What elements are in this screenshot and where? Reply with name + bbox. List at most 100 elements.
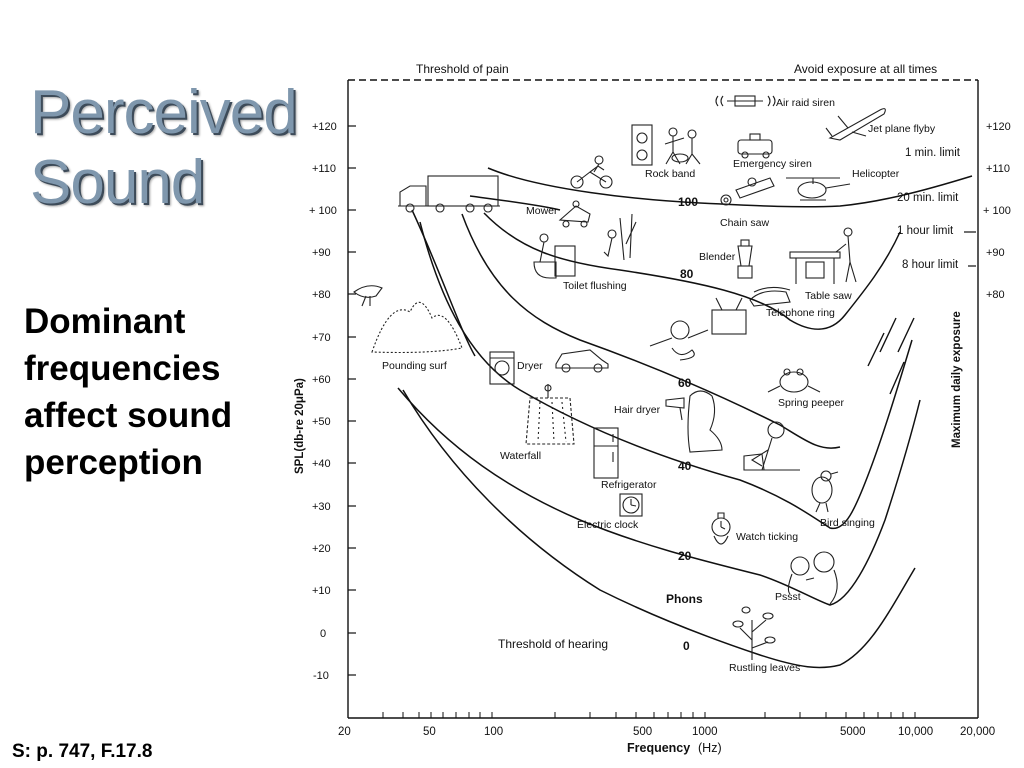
source-label: Emergency siren: [733, 158, 812, 170]
limit-dash: [879, 317, 897, 353]
phon-label-20: 20: [678, 549, 692, 563]
x-tick-label: 5000: [840, 726, 866, 738]
blender-icon: [737, 239, 753, 279]
left-tick-label: +120: [312, 121, 337, 133]
x-tick-label: 500: [633, 726, 652, 738]
helicopter-icon: [786, 177, 851, 201]
y-axis-label: SPL(db-re 20μPa): [294, 378, 306, 474]
contour-40-phon: [419, 221, 913, 530]
source-label: Blender: [699, 251, 736, 263]
left-tick-label: 0: [320, 628, 326, 640]
phon-label-80: 80: [680, 267, 694, 281]
right-axis-label: Maximum daily exposure: [951, 311, 963, 448]
siren-icon: [715, 95, 776, 107]
refrigerator-icon: [593, 427, 619, 479]
right-tick-label: +80: [986, 289, 1005, 301]
right-tick-label: +120: [986, 121, 1011, 133]
source-label: Hair dryer: [614, 404, 661, 416]
x-tick-label: 1000: [692, 726, 718, 738]
source-label: Watch ticking: [736, 531, 798, 543]
x-tick-label: 20: [338, 726, 351, 738]
contour-100-phon: [487, 167, 973, 208]
source-label: Refrigerator: [601, 479, 657, 491]
body-text: Dominant frequencies affect sound percep…: [24, 298, 292, 486]
phons-label: Phons: [666, 592, 703, 606]
diagram-frame: [347, 79, 979, 719]
right-tick-label: + 100: [983, 205, 1011, 217]
source-label: Mower: [526, 205, 558, 217]
dryer-icon: [489, 351, 515, 385]
title-line-2: Sound: [30, 148, 205, 217]
phon-label-0: 0: [683, 639, 690, 653]
left-tick-label: +50: [312, 416, 331, 428]
source-label: Rock band: [645, 168, 695, 180]
motorcycle-icon: [570, 155, 613, 189]
left-tick-label: +20: [312, 543, 331, 555]
slide-title: Perceived Sound: [30, 78, 298, 218]
mower-icon: [558, 200, 591, 228]
source-label: Telephone ring: [766, 307, 835, 319]
chainsaw-icon: [720, 177, 775, 206]
left-tick-labels: +120 +110 + 100 +90 +80 +70 +60 +50 +40 …: [309, 121, 337, 682]
limit-label-1min: 1 min. limit: [905, 147, 961, 159]
body-line-3: affect sound: [24, 396, 233, 435]
source-illustrations: [353, 95, 886, 660]
source-label: Rustling leaves: [729, 662, 800, 674]
person-reading-icon: [743, 421, 800, 471]
x-tick-label: 10,000: [898, 726, 933, 738]
left-tick-label: +90: [312, 247, 331, 259]
waterfall-icon: [525, 384, 575, 445]
table-saw-icon: [789, 227, 857, 284]
left-tick-label: + 100: [309, 205, 337, 217]
x-axis-unit: (Hz): [698, 741, 722, 755]
source-label: Helicopter: [852, 168, 900, 180]
clock-icon: [619, 493, 643, 517]
watch-icon: [711, 512, 731, 545]
left-tick-label: +30: [312, 501, 331, 513]
left-tick-label: +60: [312, 374, 331, 386]
x-tick-label: 100: [484, 726, 503, 738]
left-tick-label: +80: [312, 289, 331, 301]
source-label: Electric clock: [577, 519, 639, 531]
contour-outer-left: [411, 209, 476, 357]
x-axis-label: Frequency: [627, 741, 690, 755]
car-icon: [555, 349, 609, 373]
x-tick-labels: 20 50 100 500 1000 5000 10,000 20,000: [338, 726, 995, 738]
left-ticks: [348, 125, 356, 676]
x-ticks: [382, 712, 916, 718]
right-tick-labels: +120 +110 + 100 +90 +80: [983, 121, 1011, 301]
limit-dash: [897, 317, 915, 353]
baby-icon: [649, 320, 709, 361]
avoid-exposure-label: Avoid exposure at all times: [794, 62, 937, 76]
source-label: Bird singing: [820, 517, 875, 529]
contour-0-phon: [402, 389, 916, 669]
source-label: Air raid siren: [776, 97, 835, 109]
limit-label-8hour: 8 hour limit: [902, 259, 959, 271]
source-labels: Air raid siren Jet plane flyby Rock band…: [382, 97, 936, 674]
bird-icon: [353, 285, 383, 307]
source-label: Spring peeper: [778, 397, 844, 409]
x-tick-label: 20,000: [960, 726, 995, 738]
left-tick-label: +70: [312, 332, 331, 344]
left-tick-label: +10: [312, 585, 331, 597]
television-icon: [711, 297, 747, 335]
limit-label-1hour: 1 hour limit: [897, 225, 954, 237]
left-tick-label: +110: [312, 163, 336, 175]
body-line-1: Dominant: [24, 302, 186, 341]
rock-band-icon: [631, 124, 701, 166]
threshold-of-hearing-label: Threshold of hearing: [498, 637, 608, 651]
phon-label-60: 60: [678, 376, 692, 390]
limit-label-20min: 20 min. limit: [897, 192, 959, 204]
source-label: Jet plane flyby: [868, 123, 936, 135]
source-label: Pssst: [775, 591, 801, 603]
source-label: Dryer: [517, 360, 543, 372]
whispering-people-icon: [787, 551, 838, 605]
source-label: Waterfall: [500, 450, 541, 462]
contour-60-phon: [461, 213, 841, 449]
loudness-contours: [397, 167, 976, 669]
emergency-vehicle-icon: [737, 133, 773, 159]
leaves-icon: [732, 606, 776, 660]
body-line-4: perception: [24, 443, 203, 482]
source-label: Table saw: [805, 290, 852, 302]
limit-dash: [889, 361, 905, 395]
